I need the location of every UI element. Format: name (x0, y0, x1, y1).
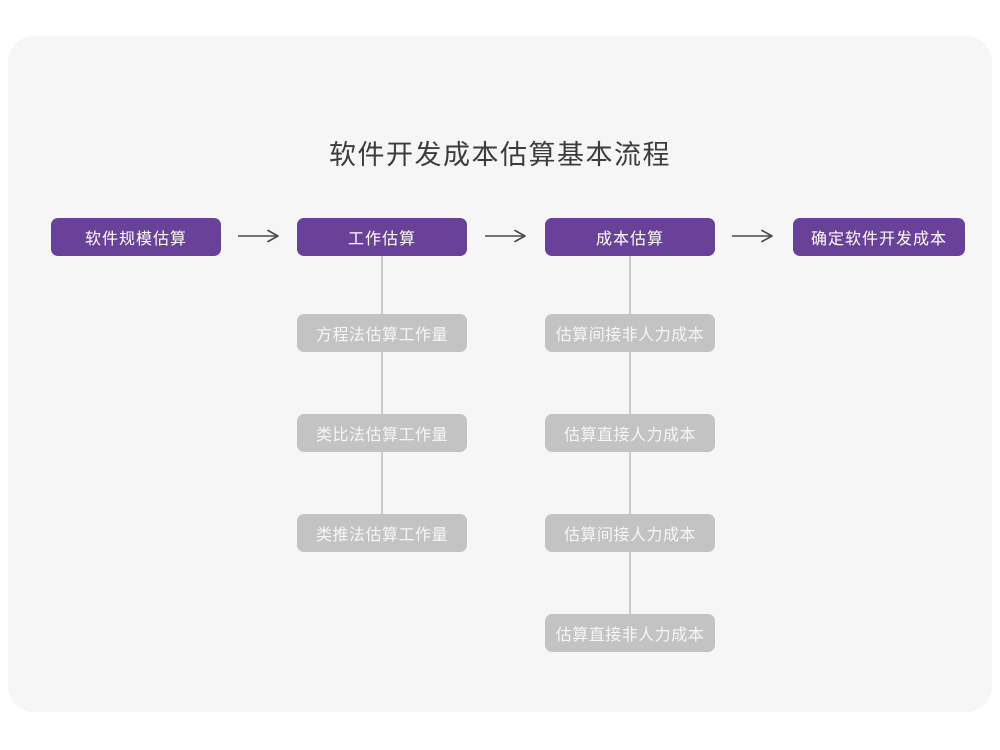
arrow-right-icon (731, 229, 775, 243)
connector-work-column (381, 256, 383, 533)
sub-box-direct-nonlabor-cost: 估算直接非人力成本 (545, 614, 715, 652)
sub-box-extrapolation-method: 类推法估算工作量 (297, 514, 467, 552)
step-box-determine-dev-cost: 确定软件开发成本 (793, 218, 965, 256)
arrow-right-icon (484, 229, 528, 243)
arrow-right-icon (237, 229, 281, 243)
sub-box-indirect-nonlabor-cost: 估算间接非人力成本 (545, 314, 715, 352)
sub-box-analogy-method: 类比法估算工作量 (297, 414, 467, 452)
step-box-software-scale-estimation: 软件规模估算 (51, 218, 221, 256)
flowchart-card: 软件开发成本估算基本流程 软件规模估算 工作估算 成本估算 确定软件开发成本 方… (8, 36, 992, 712)
sub-box-direct-labor-cost: 估算直接人力成本 (545, 414, 715, 452)
sub-box-indirect-labor-cost: 估算间接人力成本 (545, 514, 715, 552)
step-box-cost-estimation: 成本估算 (545, 218, 715, 256)
diagram-title: 软件开发成本估算基本流程 (329, 140, 671, 170)
step-box-work-estimation: 工作估算 (297, 218, 467, 256)
sub-box-equation-method: 方程法估算工作量 (297, 314, 467, 352)
